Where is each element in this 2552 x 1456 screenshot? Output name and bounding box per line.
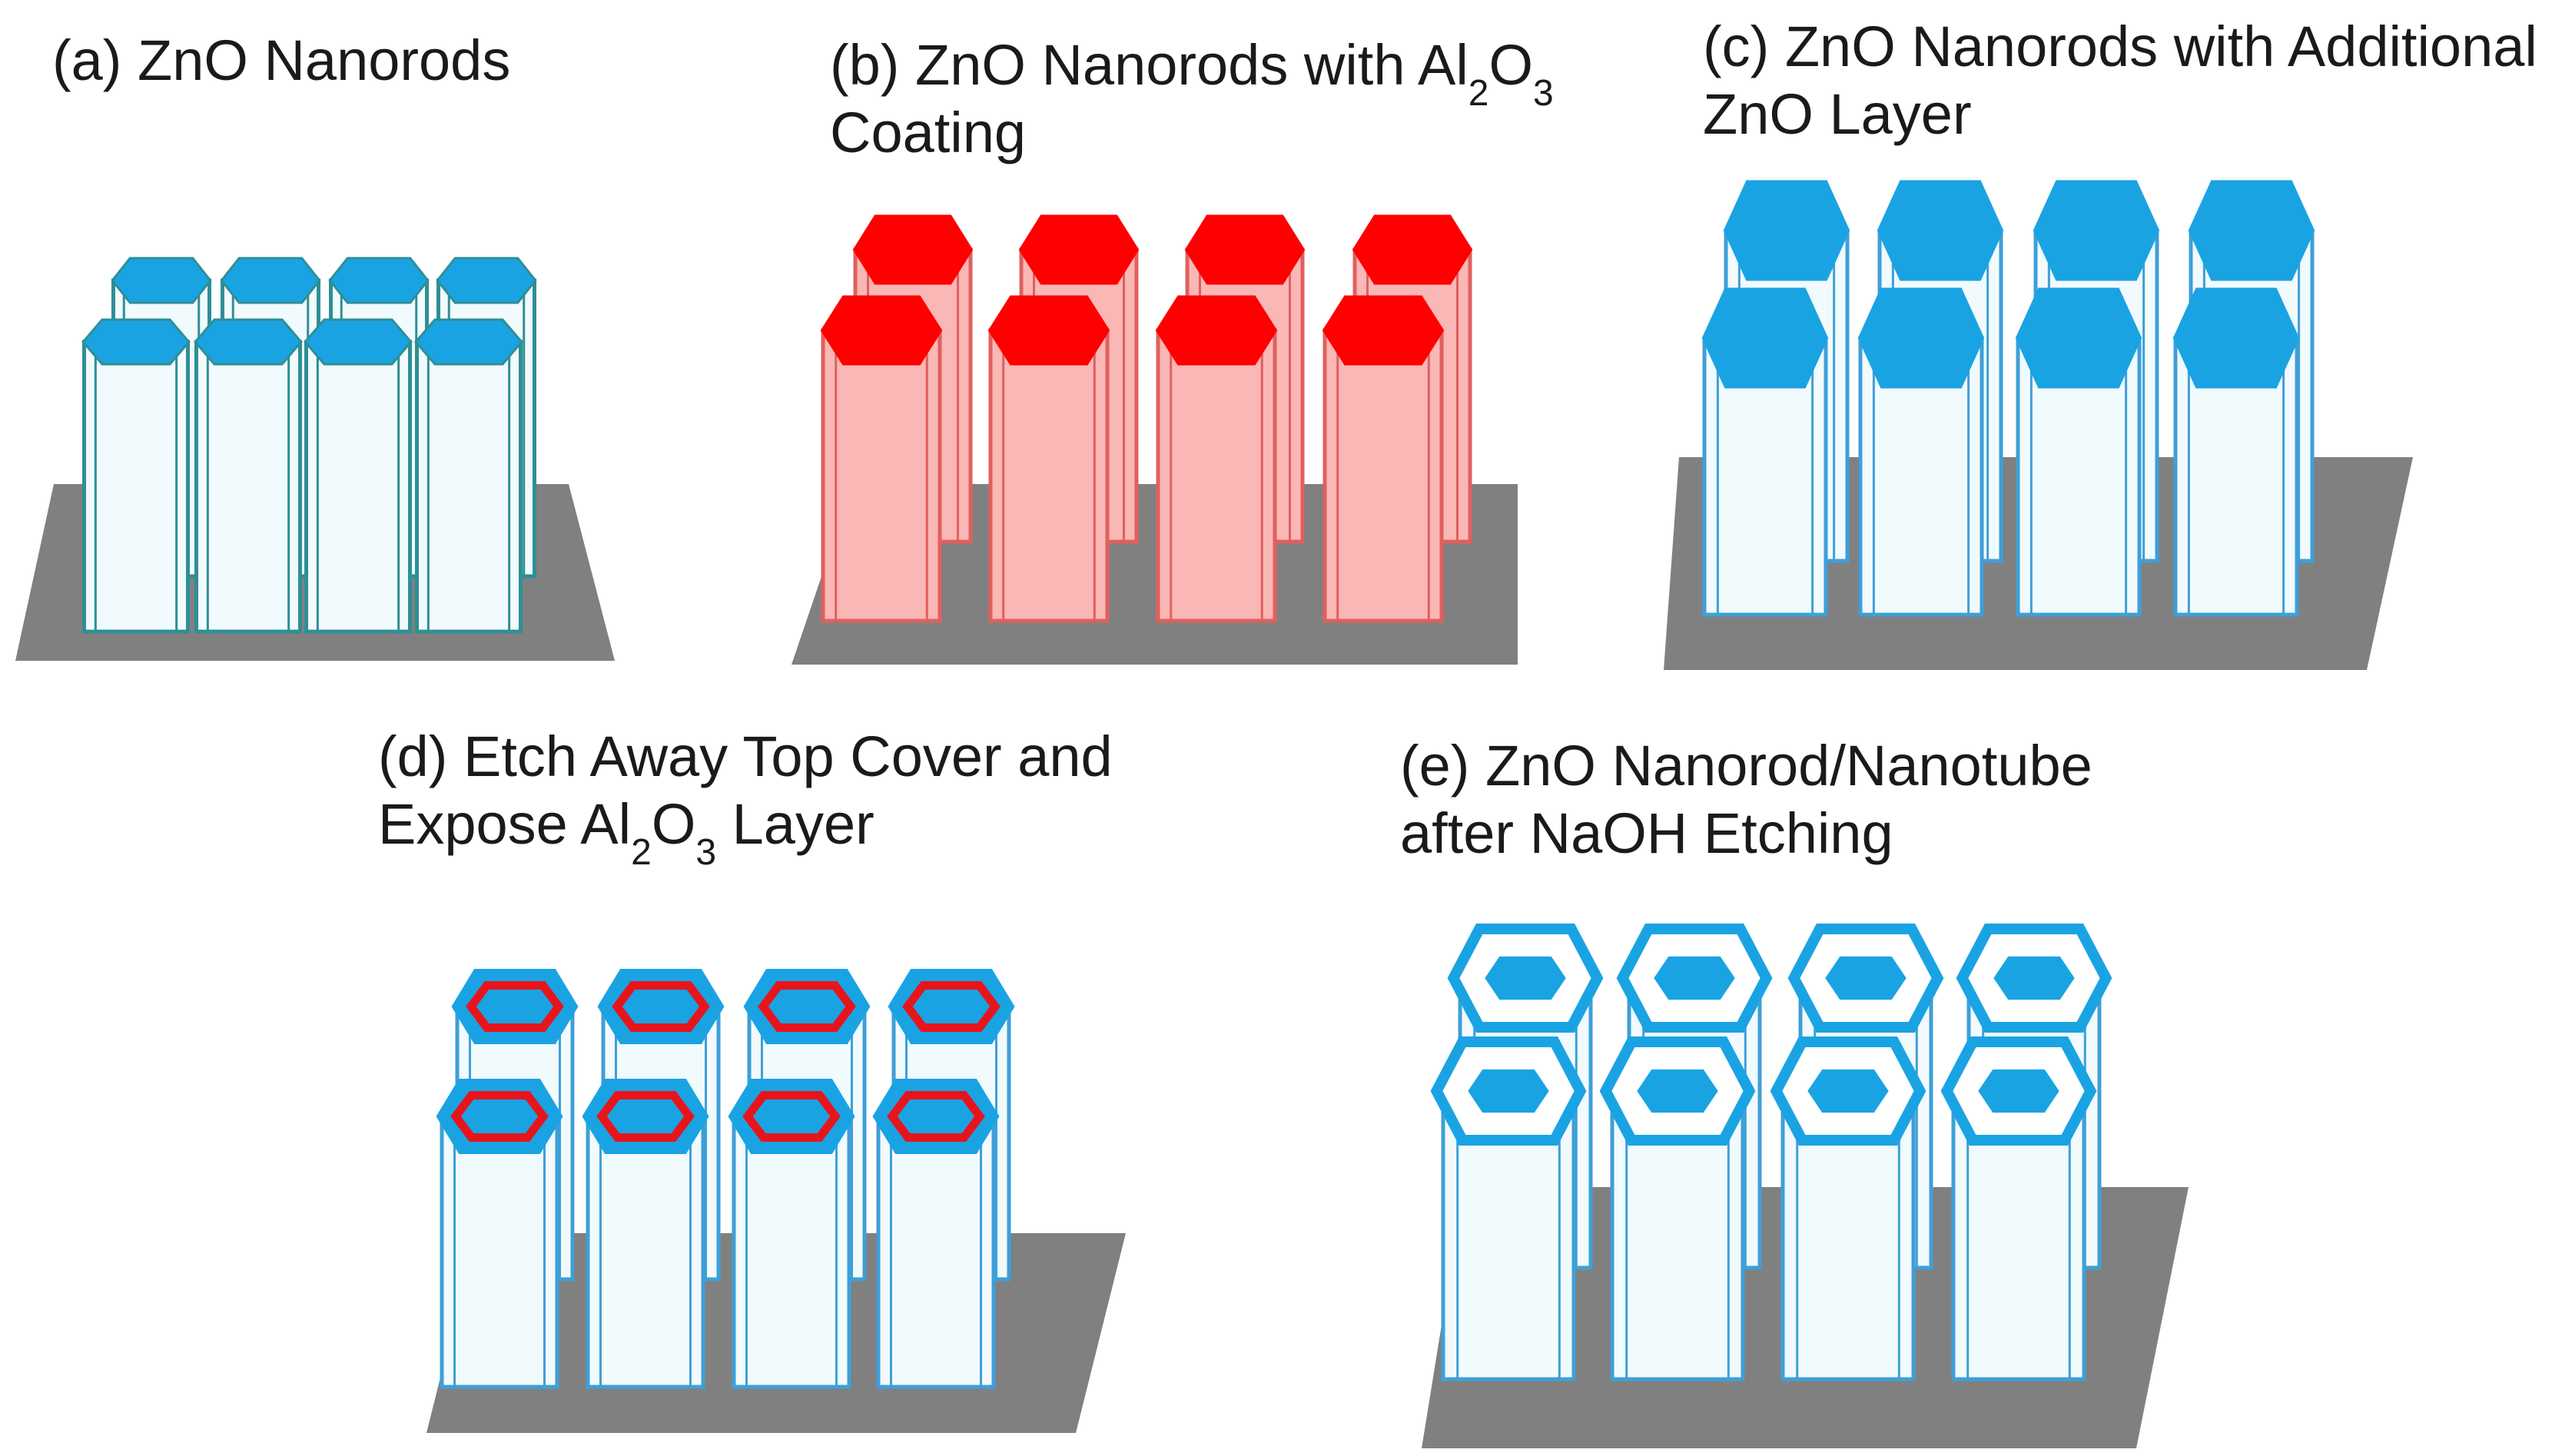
nanotube-top-icon	[1956, 924, 2112, 1033]
etched-top-al2o3-ring-icon	[728, 1079, 855, 1154]
zno-top-icon	[328, 257, 430, 304]
etched-top-al2o3-ring-icon	[436, 1079, 563, 1154]
zno-top-icon	[194, 318, 303, 366]
al2o3-top-icon	[1155, 295, 1278, 366]
etched-rod-front-4	[872, 1079, 1000, 1389]
al2o3-top-icon	[1184, 214, 1306, 285]
etched-top-al2o3-ring-icon	[872, 1079, 1000, 1154]
al2o3-top-icon	[987, 295, 1110, 366]
zno-top-icon	[220, 257, 321, 304]
nanotube-top-icon	[1787, 924, 1944, 1033]
panel-b-illustration	[791, 214, 1518, 665]
nanotube-top-icon	[1599, 1036, 1756, 1146]
etched-rod-front-1	[436, 1079, 563, 1389]
coated-nanorod-front-1	[820, 295, 943, 623]
coated-nanorod-front-4	[1322, 295, 1445, 623]
etched-top-al2o3-ring-icon	[582, 1079, 709, 1154]
nanotube-top-icon	[1447, 924, 1604, 1033]
nanorod-front-1	[81, 318, 191, 634]
panel-d-illustration	[426, 969, 1126, 1433]
zno-covered-rod-front-4	[2172, 287, 2300, 617]
nanorod-nanotube-front-3	[1770, 1036, 1926, 1381]
panel-a: (a) ZnO Nanorods	[15, 28, 615, 661]
zno-covered-rod-front-1	[1701, 287, 1829, 617]
panel-e-illustration	[1422, 924, 2189, 1448]
zno-top-icon	[1701, 287, 1829, 389]
etched-top-al2o3-ring-icon	[597, 969, 725, 1044]
zno-top-icon	[1723, 180, 1850, 281]
zno-top-icon	[2015, 287, 2142, 389]
nanorod-nanotube-front-2	[1599, 1036, 1756, 1381]
nanorod-nanotube-front-1	[1430, 1036, 1587, 1381]
al2o3-top-icon	[1018, 214, 1140, 285]
etched-top-al2o3-ring-icon	[451, 969, 579, 1044]
coated-nanorod-front-2	[987, 295, 1110, 623]
nanorod-front-4	[414, 318, 523, 634]
etched-rod-front-2	[582, 1079, 709, 1389]
al2o3-top-icon	[1352, 214, 1473, 285]
nanotube-top-icon	[1616, 924, 1773, 1033]
nanotube-top-icon	[1430, 1036, 1587, 1146]
zno-top-icon	[436, 257, 537, 304]
zno-top-icon	[304, 318, 413, 366]
etched-top-al2o3-ring-icon	[888, 969, 1015, 1044]
zno-covered-rod-front-3	[2015, 287, 2142, 617]
nanorod-front-3	[304, 318, 413, 634]
zno-top-icon	[414, 318, 523, 366]
nanotube-top-icon	[1940, 1036, 2097, 1146]
zno-top-icon	[2172, 287, 2300, 389]
zno-top-icon	[2188, 180, 2315, 281]
zno-covered-rod-front-2	[1857, 287, 1985, 617]
nanotube-top-icon	[1770, 1036, 1926, 1146]
zno-top-icon	[111, 257, 212, 304]
al2o3-top-icon	[852, 214, 974, 285]
al2o3-top-icon	[820, 295, 943, 366]
zno-top-icon	[1877, 180, 2004, 281]
nanorod-nanotube-front-4	[1940, 1036, 2097, 1381]
coated-nanorod-front-3	[1155, 295, 1278, 623]
panel-a-title: (a) ZnO Nanorods	[52, 28, 510, 92]
panel-c-illustration	[1664, 180, 2413, 670]
al2o3-top-icon	[1322, 295, 1445, 366]
panel-a-illustration	[15, 257, 615, 661]
zno-top-icon	[1857, 287, 1985, 389]
nanorod-front-2	[194, 318, 303, 634]
zno-top-icon	[2033, 180, 2160, 281]
etched-rod-front-3	[728, 1079, 855, 1389]
zno-top-icon	[81, 318, 191, 366]
etched-top-al2o3-ring-icon	[743, 969, 871, 1044]
